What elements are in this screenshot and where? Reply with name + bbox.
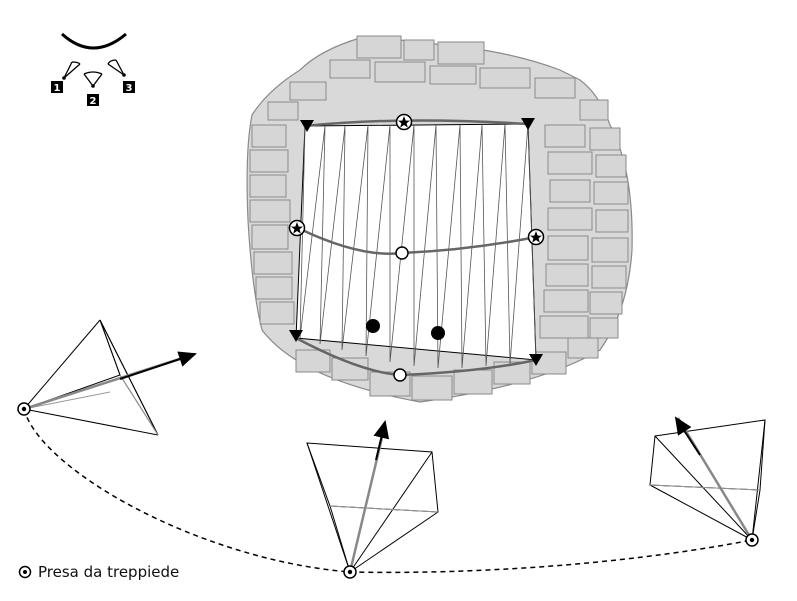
control-triangle-marker [289, 330, 303, 342]
inset-surface-arc [60, 32, 127, 50]
tripod-station-icon [745, 533, 759, 547]
viewpoint-label: 3 [126, 83, 133, 94]
viewpoint-inset: 1 2 3 [51, 32, 135, 107]
camera-frustum-right [649, 416, 766, 541]
star-target-icon [395, 113, 413, 131]
filled-target-point [431, 326, 445, 340]
tripod-station-icon [17, 402, 31, 416]
open-control-point [395, 246, 409, 260]
viewpoint-label: 2 [90, 96, 97, 107]
eye-icon [83, 71, 103, 88]
survey-frame [288, 113, 545, 382]
view-direction-arrow [373, 420, 390, 461]
filled-target-point [366, 319, 380, 333]
tripod-station-icon [343, 565, 357, 579]
camera-frustum-left [23, 319, 197, 436]
open-control-point [393, 368, 407, 382]
viewpoint-label-box [87, 94, 99, 106]
camera-frustum-center [306, 420, 439, 573]
control-triangle-marker [300, 120, 314, 132]
control-triangle-marker [529, 354, 543, 366]
view-direction-arrow [674, 416, 701, 456]
tripod-station-icon [18, 565, 32, 579]
star-target-icon [527, 228, 545, 246]
camera-path-dashed [23, 408, 753, 574]
eye-icon [107, 59, 126, 77]
control-triangle-marker [521, 118, 535, 130]
star-target-icon [288, 219, 306, 237]
legend: Presa da treppiede [18, 563, 179, 581]
legend-label: Presa da treppiede [38, 563, 180, 581]
view-direction-arrow [119, 351, 197, 380]
viewpoint-label-box [51, 81, 63, 93]
camera-ray-right [676, 417, 754, 541]
viewpoint-label: 1 [54, 83, 61, 94]
eye-icon [62, 61, 81, 80]
viewpoint-label-box [123, 81, 135, 93]
